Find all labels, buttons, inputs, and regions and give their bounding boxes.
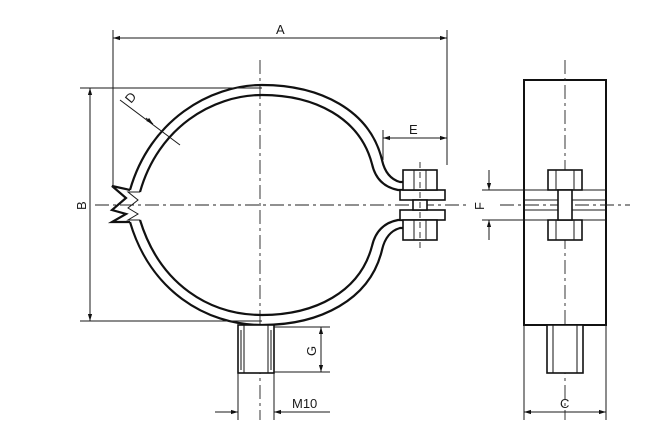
side-nut [547,169,583,191]
crimp-fold-inner [126,191,140,221]
dim-label-g: G [304,346,319,356]
dim-label-f: F [472,202,487,210]
clamp-ring-inner [138,93,430,317]
top-nut [402,169,438,191]
dim-label-b: B [74,201,89,210]
front-view: A B D E G M10 [74,22,470,420]
crimp-fold [107,184,131,224]
clamp-ring-outer [128,83,430,327]
side-bolt-shank [557,189,573,221]
side-view: F C [472,60,630,420]
dim-label-m10: M10 [292,396,317,411]
side-bolt-head [547,219,583,241]
bolt-head [402,219,438,241]
dim-label-c: C [560,396,569,411]
dim-label-a: A [276,22,285,37]
dim-label-e: E [409,122,418,137]
dim-d-arrow-out [145,117,154,125]
side-threaded-stud [546,324,584,374]
threaded-stud [237,324,275,374]
lower-flange-plate [399,209,446,221]
upper-flange-plate [399,189,446,201]
